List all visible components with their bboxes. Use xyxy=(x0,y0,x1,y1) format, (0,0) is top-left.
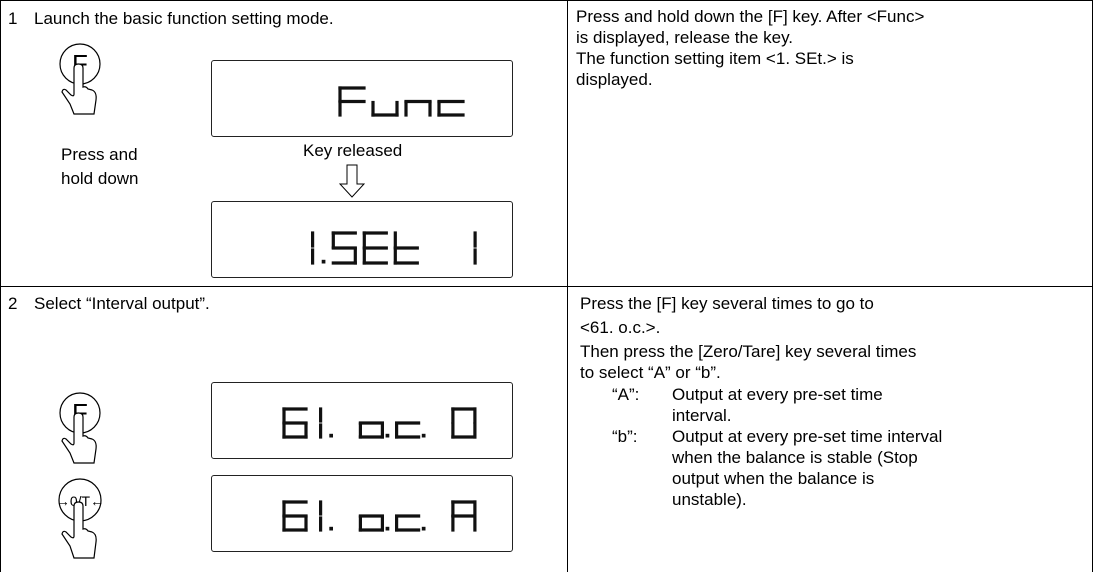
press-hold-caption-line2: hold down xyxy=(61,169,139,188)
lcd-display-func xyxy=(211,60,513,137)
table-border-top xyxy=(0,0,1093,1)
step-number: 1 xyxy=(8,9,18,28)
zero-tare-key-press-icon: →0/T← xyxy=(56,478,104,559)
lcd-display-set xyxy=(211,201,513,278)
table-column-divider xyxy=(567,0,568,572)
seven-segment-readout xyxy=(282,500,477,532)
lcd-decimal-point xyxy=(421,526,426,531)
zero-tare-key-label: →0/T← xyxy=(56,493,104,509)
option-a-line1: Output at every pre-set time xyxy=(672,385,883,404)
step-1-desc-line2: is displayed, release the key. xyxy=(576,28,794,47)
option-b-line4: unstable). xyxy=(672,490,747,509)
seven-segment-readout xyxy=(282,407,477,439)
lcd-decimal-point xyxy=(329,433,333,438)
lcd-decimal-point xyxy=(321,259,326,264)
lcd-display-oc-a xyxy=(211,475,513,552)
step-2-desc-line3: Then press the [Zero/Tare] key several t… xyxy=(580,342,917,361)
lcd-decimal-point xyxy=(421,433,426,438)
down-arrow-icon xyxy=(339,164,365,198)
f-key-press-icon: F xyxy=(59,43,101,115)
seven-segment-readout xyxy=(338,86,465,117)
step-number: 2 xyxy=(8,294,18,313)
step-2-desc-line2: <61. o.c.>. xyxy=(580,318,661,337)
lcd-decimal-point xyxy=(329,526,333,531)
table-border-left xyxy=(0,0,1,572)
step-2-desc-line4: to select “A” or “b”. xyxy=(580,363,721,382)
table-row-divider xyxy=(0,286,1093,287)
f-key-press-icon: F xyxy=(59,392,101,464)
lcd-decimal-point xyxy=(385,433,390,438)
lcd-display-oc-0 xyxy=(211,382,513,459)
option-b-line2: when the balance is stable (Stop xyxy=(672,448,918,467)
lcd-decimal-point xyxy=(385,526,390,531)
step-title: Select “Interval output”. xyxy=(34,294,210,313)
step-2-desc-line1: Press the [F] key several times to go to xyxy=(580,294,874,313)
option-b-line1: Output at every pre-set time interval xyxy=(672,427,943,446)
step-title: Launch the basic function setting mode. xyxy=(34,9,334,28)
step-1-desc-line1: Press and hold down the [F] key. After <… xyxy=(576,7,925,26)
press-hold-caption-line1: Press and xyxy=(61,145,138,164)
seven-segment-readout xyxy=(310,231,477,265)
option-b-key: “b”: xyxy=(612,427,638,446)
option-a-line2: interval. xyxy=(672,406,732,425)
step-1-desc-line3: The function setting item <1. SEt.> is xyxy=(576,49,854,68)
key-released-caption: Key released xyxy=(303,141,403,160)
option-a-key: “A”: xyxy=(612,385,640,404)
option-b-line3: output when the balance is xyxy=(672,469,875,488)
step-1-desc-line4: displayed. xyxy=(576,70,653,89)
